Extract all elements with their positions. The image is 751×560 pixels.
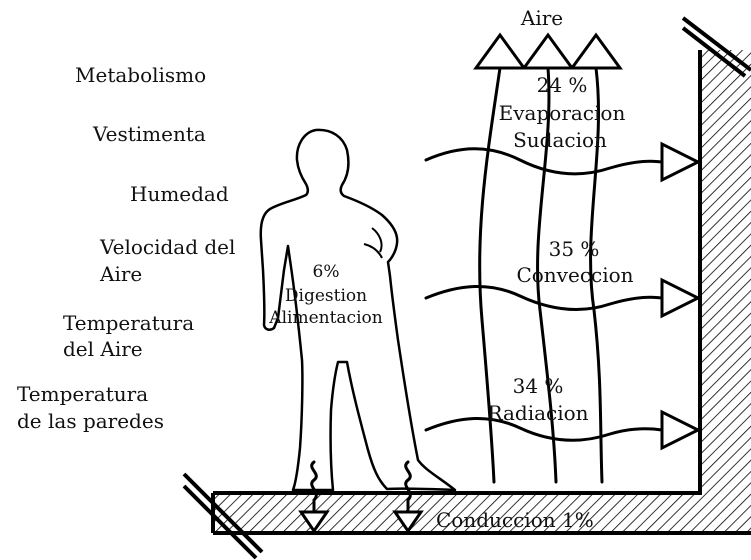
convection-percent: 35 % — [549, 237, 600, 261]
factor-label-temp-paredes-line2: de las paredes — [17, 409, 164, 433]
sudacion-label: Sudacion — [513, 128, 607, 152]
right-wall — [700, 50, 751, 510]
digestion-percent: 6% — [313, 262, 340, 282]
air-arrow-up-3 — [572, 35, 620, 68]
factor-label-temp-aire-line1: Temperatura — [63, 311, 194, 335]
air-arrow-up-2 — [524, 35, 572, 68]
evaporation-label: Evaporacion — [499, 101, 626, 125]
radiation-label: Radiacion — [487, 401, 588, 425]
factor-label-temp-aire-line2: del Aire — [63, 337, 143, 361]
arrow-right-convection — [662, 280, 698, 316]
conduction-label: Conduccion 1% — [436, 508, 594, 532]
evaporation-percent: 24 % — [537, 73, 588, 97]
heat-wave-convection — [426, 286, 662, 309]
air-label: Aire — [520, 6, 563, 30]
digestion-label: Digestion — [285, 286, 367, 306]
factor-label-velocidad-line2: Aire — [99, 262, 142, 286]
factor-label-humedad: Humedad — [130, 182, 229, 206]
convection-label: Conveccion — [516, 263, 633, 287]
factor-label-vestimenta: Vestimenta — [92, 122, 206, 146]
factor-label-temp-paredes-line1: Temperatura — [17, 382, 148, 406]
alimentacion-label: Alimentacion — [268, 308, 382, 328]
arrow-right-radiation — [662, 412, 698, 448]
arrow-right-evaporation — [662, 144, 698, 180]
air-arrow-up-1 — [476, 35, 524, 68]
radiation-percent: 34 % — [513, 374, 564, 398]
factor-label-velocidad-line1: Velocidad del — [99, 235, 235, 259]
factor-label-metabolismo: Metabolismo — [75, 63, 206, 87]
